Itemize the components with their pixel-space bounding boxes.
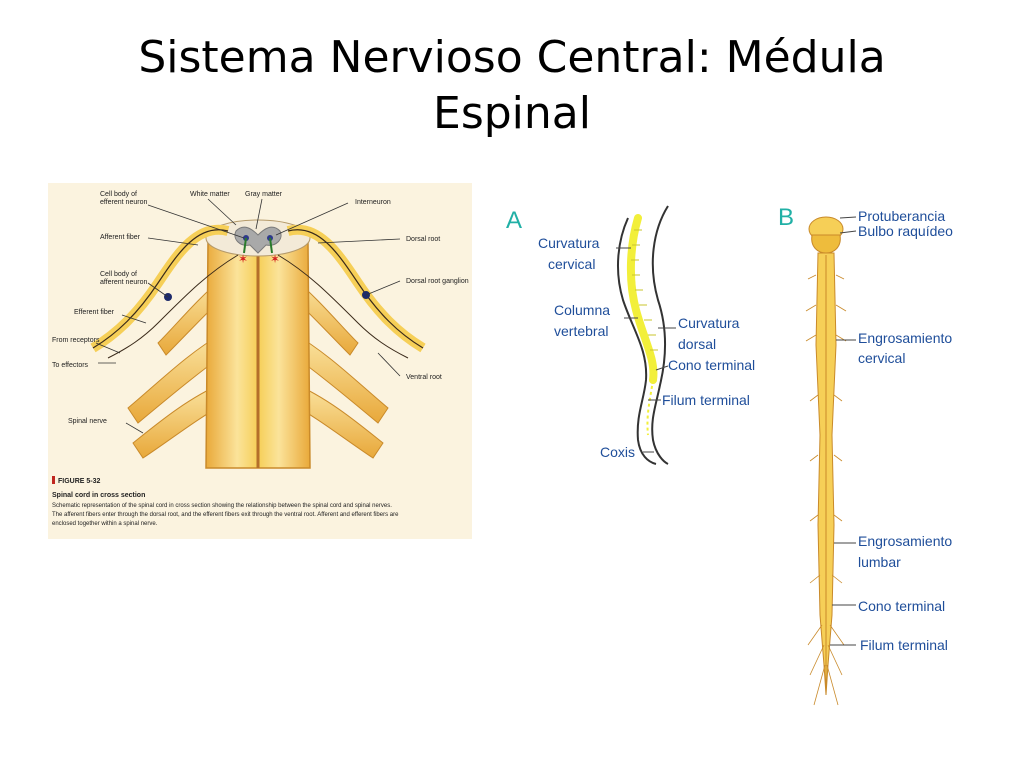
label-columna-vertebral-2: vertebral: [554, 323, 608, 339]
label-coxis: Coxis: [600, 444, 635, 460]
label-columna-vertebral-1: Columna: [554, 302, 610, 318]
slide-title-line-2: Espinal: [433, 88, 591, 139]
label-curvatura-cervical-2: cervical: [548, 256, 595, 272]
caption-line-1: Schematic representation of the spinal c…: [52, 503, 392, 509]
label-curvatura-dorsal-1: Curvatura: [678, 315, 740, 331]
label-dorsal-root: Dorsal root: [406, 236, 440, 243]
brainstem: [808, 216, 844, 254]
figure-a-illustration: A Curvatura cervical Columna vertebral C…: [506, 205, 755, 465]
figure-a-letter: A: [506, 207, 522, 234]
leader-lines: [95, 198, 401, 434]
label-protuberancia: Protuberancia: [858, 208, 945, 224]
caption-line-3: enclosed together within a spinal nerve.: [52, 521, 158, 527]
vertebral-column-outline-front: [616, 217, 657, 465]
label-dorsal-root-ganglion: Dorsal root ganglion: [406, 278, 469, 285]
label-white-matter: White matter: [190, 191, 230, 198]
label-engrosamiento-lumbar-1: Engrosamiento: [858, 533, 952, 549]
slide-title-line-1: Sistema Nervioso Central: Médula: [138, 32, 886, 83]
svg-text:✶: ✶: [270, 252, 280, 266]
figure-b-spinal-cord: B: [770, 195, 1000, 725]
label-filum-terminal-b: Filum terminal: [860, 637, 948, 653]
label-ventral-root: Ventral root: [406, 374, 442, 381]
spinal-cord-yellow: [626, 214, 658, 384]
label-efferent-fiber: Efferent fiber: [74, 309, 115, 316]
figure-b-illustration: B: [778, 204, 953, 706]
figure-b-letter: B: [778, 204, 794, 231]
cross-section-illustration: ✶ ✶: [52, 191, 469, 527]
spinal-cord-body: [205, 220, 311, 469]
label-gray-matter: Gray matter: [245, 191, 283, 198]
filum-terminal-line: [646, 379, 654, 436]
caption-heading: Spinal cord in cross section: [52, 492, 145, 499]
label-curvatura-cervical-1: Curvatura: [538, 235, 600, 251]
figure-caption: FIGURE 5-32 Spinal cord in cross section…: [52, 476, 399, 527]
figure-a-vertebral-column: A Curvatura cervical Columna vertebral C…: [498, 200, 788, 480]
label-cell-body-afferent-2: afferent neuron: [100, 279, 147, 286]
label-cell-body-efferent-1: Cell body of: [100, 191, 137, 198]
spinal-cord-cross-section-figure: ✶ ✶: [48, 183, 472, 539]
caption-line-2: The afferent fibers enter through the do…: [52, 512, 399, 518]
vertebral-column-outline-back: [651, 205, 669, 465]
label-interneuron: Interneuron: [355, 199, 391, 206]
nerve-roots: [90, 224, 426, 359]
label-cono-terminal-a: Cono terminal: [668, 357, 755, 373]
cord-cross-section-top: ✶ ✶: [205, 219, 311, 266]
label-spinal-nerve: Spinal nerve: [68, 418, 107, 425]
label-to-effectors: To effectors: [52, 362, 89, 369]
label-curvatura-dorsal-2: dorsal: [678, 336, 716, 352]
label-cell-body-efferent-2: efferent neuron: [100, 199, 147, 206]
label-cono-terminal-b: Cono terminal: [858, 598, 945, 614]
svg-text:✶: ✶: [238, 252, 248, 266]
nerve-roots-b: [805, 274, 847, 706]
label-engrosamiento-cervical-2: cervical: [858, 350, 905, 366]
caption-figure-number: FIGURE 5-32: [58, 478, 101, 485]
label-from-receptors: From receptors: [52, 337, 100, 344]
label-engrosamiento-lumbar-2: lumbar: [858, 554, 901, 570]
slide-title: Sistema Nervioso Central: Médula Espinal: [0, 30, 1024, 142]
label-engrosamiento-cervical-1: Engrosamiento: [858, 330, 952, 346]
label-bulbo-raquideo: Bulbo raquídeo: [858, 223, 953, 239]
label-afferent-fiber: Afferent fiber: [100, 234, 141, 241]
label-filum-terminal-a: Filum terminal: [662, 392, 750, 408]
label-cell-body-afferent-1: Cell body of: [100, 271, 137, 278]
